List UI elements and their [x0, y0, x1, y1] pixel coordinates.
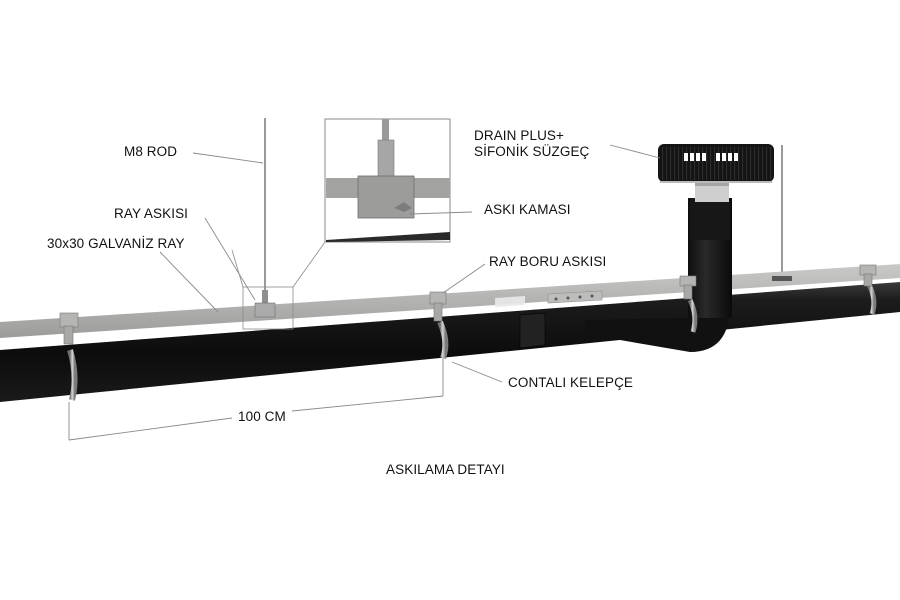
inset-connector-right — [292, 241, 326, 288]
strainer-vane — [698, 147, 700, 180]
main-pipe — [0, 282, 900, 402]
vertical-pipe-socket — [690, 200, 730, 240]
strainer-vane — [666, 147, 668, 180]
strainer-vane — [682, 147, 684, 180]
leader-ray-boru-askisi — [442, 263, 486, 294]
strainer-vane — [690, 147, 692, 180]
rail-joint-plate — [547, 290, 603, 304]
strainer-vane — [670, 147, 672, 180]
strainer-vane — [662, 147, 664, 180]
label-aski-kamasi: ASKI KAMASI — [484, 202, 571, 217]
strainer-vane — [746, 147, 748, 180]
leader-contali-kelepce — [451, 361, 503, 383]
galvanized-rail — [0, 264, 900, 338]
label-galvaniz-ray: 30x30 GALVANİZ RAY — [47, 236, 185, 251]
leader-aski-kamasi — [409, 211, 473, 215]
leader-ray-askisi — [204, 217, 256, 301]
strainer-vane — [742, 147, 744, 180]
pipe-clamp-4 — [859, 264, 877, 315]
strainer-vane — [686, 147, 688, 180]
strainer-vane — [754, 147, 756, 180]
strainer-vane — [710, 147, 712, 180]
leader-m8-rod — [192, 152, 264, 164]
strainer-vane — [730, 147, 732, 180]
drain-neck — [695, 182, 729, 202]
drain-plus-strainer — [658, 144, 774, 183]
detail-focus-box — [242, 286, 294, 330]
rail-hanger-right — [772, 276, 792, 281]
label-ray-askisi: RAY ASKISI — [114, 206, 189, 221]
strainer-vane — [766, 147, 768, 180]
label-m8-rod: M8 ROD — [124, 144, 178, 159]
label-dimension-100cm: 100 CM — [238, 409, 286, 424]
inset-connector-left — [231, 249, 244, 288]
strainer-vane — [694, 147, 696, 180]
rail-hanger-left — [254, 290, 276, 318]
pipe-coupling — [519, 312, 546, 349]
strainer-vane — [714, 147, 716, 180]
dimension-line — [68, 358, 444, 441]
strainer-vane — [762, 147, 764, 180]
pipe-clamp-2 — [429, 291, 449, 360]
strainer-vane — [750, 147, 752, 180]
strainer-vane — [718, 147, 720, 180]
label-drain-line2: SİFONİK SÜZGEÇ — [474, 144, 590, 159]
label-ray-boru-askisi: RAY BORU ASKISI — [489, 254, 607, 269]
strainer-vane — [738, 147, 740, 180]
strainer-vane — [722, 147, 724, 180]
strainer-vane — [702, 147, 704, 180]
leader-galvaniz-ray — [159, 251, 219, 313]
leader-lines — [159, 144, 661, 383]
drain-neck-shade — [695, 182, 729, 186]
leader-drain — [609, 144, 661, 159]
rail-joint-bolts — [554, 294, 594, 301]
strainer-vane — [726, 147, 728, 180]
strainer-vane — [706, 147, 708, 180]
strainer-vane — [734, 147, 736, 180]
pipe-clamp-3 — [679, 275, 698, 333]
strainer-vane — [770, 147, 772, 180]
strainer-vane — [674, 147, 676, 180]
strainer-vane — [758, 147, 760, 180]
rail-reflection — [495, 296, 525, 307]
detail-inset — [324, 118, 451, 243]
label-contali-kelepce: CONTALI KELEPÇE — [508, 375, 634, 390]
label-drain-line1: DRAIN PLUS+ — [474, 128, 565, 143]
strainer-vane — [678, 147, 680, 180]
diagram-title: ASKILAMA DETAYI — [386, 462, 505, 477]
pipe-clamp-1 — [59, 312, 79, 401]
